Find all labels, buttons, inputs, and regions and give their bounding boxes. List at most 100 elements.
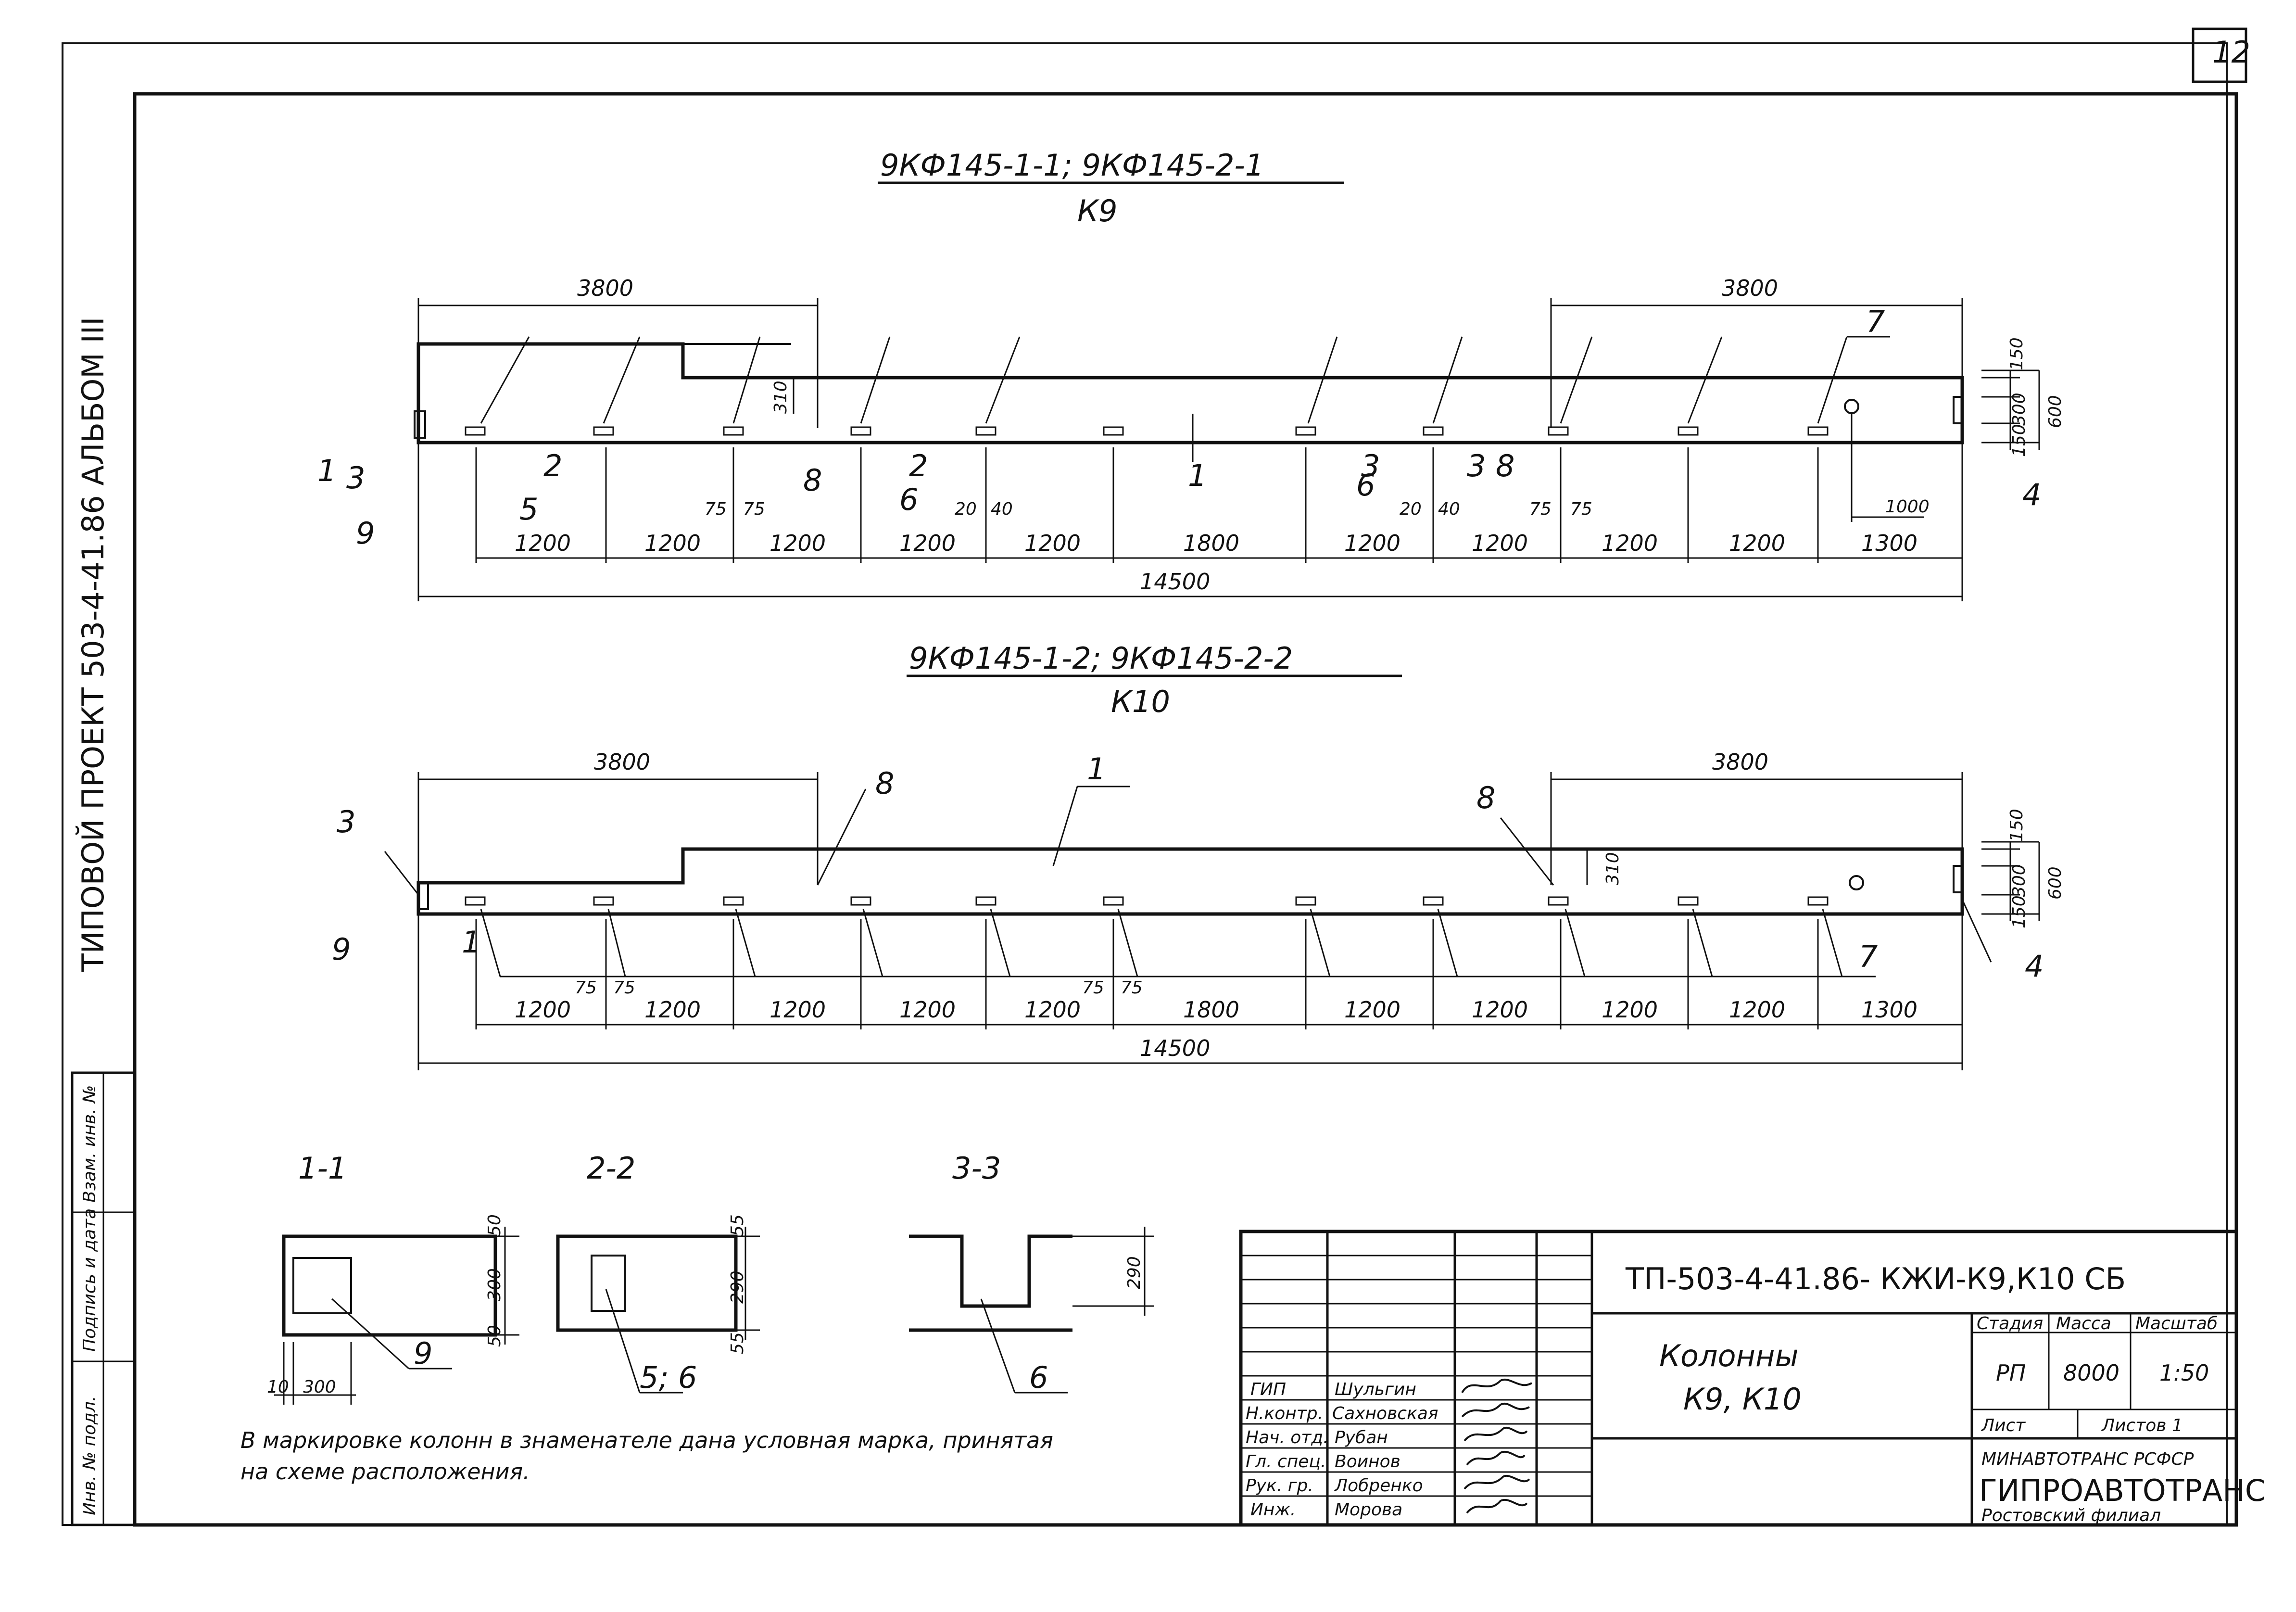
svg-text:9: 9: [414, 1336, 432, 1371]
svg-text:75: 75: [1082, 978, 1104, 998]
svg-text:2: 2: [543, 448, 562, 483]
view-k10: 9КФ145-1-2; 9КФ145-2-2 К10: [332, 641, 2065, 1070]
svg-text:150: 150: [2007, 337, 2027, 370]
k9-plates: [465, 426, 1829, 436]
svg-text:290: 290: [728, 1270, 747, 1304]
svg-text:4: 4: [2025, 949, 2044, 984]
svg-text:5: 5: [519, 492, 538, 527]
svg-text:2-2: 2-2: [587, 1151, 635, 1186]
svg-text:Ростовский филиал: Ростовский филиал: [1981, 1506, 2161, 1525]
svg-text:150: 150: [2009, 895, 2029, 928]
svg-text:Рубан: Рубан: [1335, 1428, 1388, 1447]
svg-text:1: 1: [1087, 751, 1106, 787]
svg-text:7: 7: [1859, 939, 1878, 974]
svg-text:1200: 1200: [1024, 997, 1081, 1023]
svg-text:1200: 1200: [644, 530, 701, 556]
svg-text:50: 50: [485, 1325, 505, 1347]
title-block: ТП-503-4-41.86- КЖИ-К9,К10 СБ Колонны К9…: [1239, 1230, 2266, 1527]
svg-text:РП: РП: [1996, 1360, 2026, 1386]
k10-plates: [465, 896, 1829, 906]
svg-text:3: 3: [1467, 448, 1486, 483]
svg-text:9: 9: [356, 516, 375, 551]
svg-text:3: 3: [346, 460, 365, 495]
svg-text:Масштаб: Масштаб: [2135, 1314, 2218, 1333]
svg-text:6: 6: [1029, 1360, 1048, 1395]
svg-text:1200: 1200: [1472, 530, 1528, 556]
svg-text:150: 150: [2009, 424, 2029, 457]
svg-text:6: 6: [1356, 468, 1375, 503]
svg-text:1200: 1200: [644, 997, 701, 1023]
svg-text:1200: 1200: [770, 997, 826, 1023]
svg-text:1200: 1200: [899, 997, 956, 1023]
inner-frame: [133, 92, 2238, 1527]
svg-text:3800: 3800: [577, 275, 633, 301]
svg-text:75: 75: [1121, 978, 1143, 998]
svg-text:1-1: 1-1: [298, 1151, 347, 1186]
svg-text:1200: 1200: [515, 997, 571, 1023]
svg-text:3800: 3800: [594, 749, 650, 775]
svg-text:3800: 3800: [1712, 749, 1768, 775]
svg-text:14500: 14500: [1140, 1035, 1210, 1061]
svg-text:75: 75: [1570, 499, 1592, 519]
svg-text:600: 600: [2045, 866, 2065, 900]
svg-text:4: 4: [2022, 477, 2041, 512]
svg-text:14500: 14500: [1140, 569, 1210, 595]
svg-text:40: 40: [1438, 499, 1460, 519]
svg-text:7: 7: [1866, 304, 1885, 339]
svg-text:3: 3: [1361, 448, 1380, 483]
svg-text:Шульгин: Шульгин: [1335, 1380, 1416, 1399]
svg-text:310: 310: [771, 381, 791, 414]
svg-text:50: 50: [485, 1214, 505, 1236]
svg-text:300: 300: [303, 1377, 336, 1397]
k10-title: 9КФ145-1-2; 9КФ145-2-2: [909, 641, 1293, 676]
signatures: [1461, 1379, 1533, 1514]
svg-text:75: 75: [575, 978, 597, 998]
page-number-box: [2192, 27, 2247, 83]
svg-text:55: 55: [728, 1332, 747, 1354]
svg-text:1200: 1200: [1024, 530, 1081, 556]
svg-text:20: 20: [1400, 499, 1422, 519]
svg-text:75: 75: [1529, 499, 1552, 519]
k9-column-outline: [416, 342, 1964, 444]
product-name-2: К9, К10: [1683, 1382, 1802, 1417]
svg-text:310: 310: [1603, 852, 1623, 885]
svg-text:МИНАВТОТРАНС РСФСР: МИНАВТОТРАНС РСФСР: [1981, 1449, 2194, 1469]
note-line-1: В маркировке колонн в знаменателе дана у…: [240, 1427, 1053, 1453]
svg-text:Сахновская: Сахновская: [1332, 1404, 1438, 1423]
svg-text:1300: 1300: [1861, 997, 1918, 1023]
svg-text:1:50: 1:50: [2159, 1360, 2209, 1386]
svg-text:3-3: 3-3: [952, 1151, 1001, 1186]
svg-text:ГИП: ГИП: [1250, 1380, 1286, 1399]
svg-text:75: 75: [613, 978, 635, 998]
svg-text:Инж.: Инж.: [1250, 1500, 1296, 1520]
svg-text:6: 6: [899, 482, 918, 517]
svg-text:8: 8: [803, 463, 822, 498]
svg-text:300: 300: [485, 1268, 505, 1301]
page-number: 12: [2212, 35, 2250, 70]
svg-text:Подпись и дата: Подпись и дата: [80, 1208, 100, 1352]
svg-text:Взам. инв. №: Взам. инв. №: [80, 1085, 100, 1203]
organization-name: ГИПРОАВТОТРАНС: [1979, 1473, 2266, 1508]
svg-text:Гл. спец.: Гл. спец.: [1246, 1452, 1326, 1472]
svg-text:300: 300: [2009, 864, 2029, 897]
svg-text:Инв. № подл.: Инв. № подл.: [80, 1396, 100, 1515]
svg-text:75: 75: [743, 499, 765, 519]
svg-text:1200: 1200: [515, 530, 571, 556]
document-code: ТП-503-4-41.86- КЖИ-К9,К10 СБ: [1625, 1261, 2126, 1296]
svg-text:1200: 1200: [770, 530, 826, 556]
svg-text:150: 150: [2007, 809, 2027, 842]
svg-text:55: 55: [728, 1214, 747, 1236]
product-name-1: Колонны: [1659, 1338, 1799, 1373]
svg-text:1200: 1200: [1602, 530, 1658, 556]
svg-text:8: 8: [875, 766, 894, 801]
svg-text:1: 1: [1188, 458, 1207, 493]
svg-text:1000: 1000: [1885, 497, 1930, 517]
svg-text:1: 1: [462, 925, 480, 960]
svg-text:1200: 1200: [899, 530, 956, 556]
svg-text:1200: 1200: [1472, 997, 1528, 1023]
svg-text:20: 20: [955, 499, 977, 519]
view-k9: 9КФ145-1-1; 9КФ145-2-1 К9: [317, 148, 2065, 601]
svg-text:Масса: Масса: [2056, 1314, 2111, 1333]
svg-text:40: 40: [991, 499, 1013, 519]
